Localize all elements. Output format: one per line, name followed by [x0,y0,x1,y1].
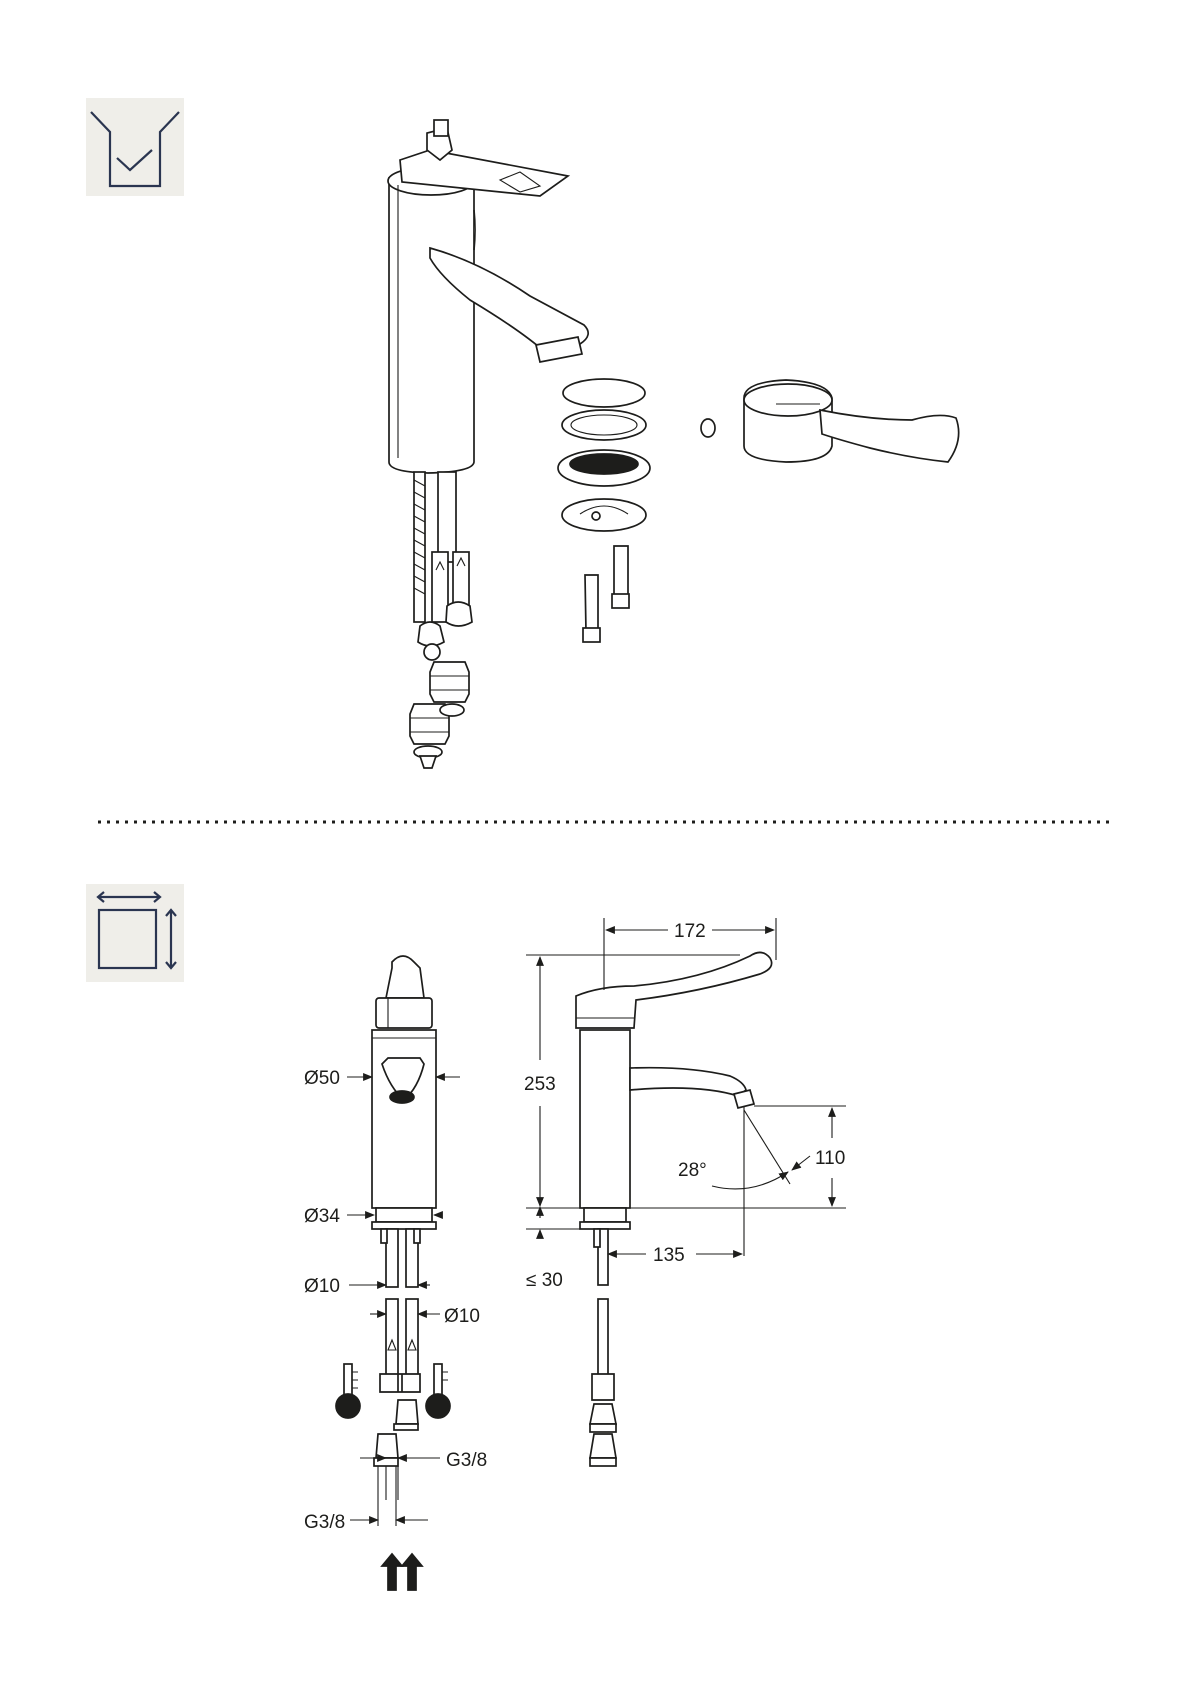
hot-water-thermometer-icon [426,1364,450,1418]
label-height-total: 253 [524,1074,556,1095]
side-view: 172 253 110 28° 135 ≤ 30 [524,918,846,1466]
dimensions-icon [86,884,184,982]
lever-handle [701,380,959,462]
label-dia-pipe-b: Ø10 [444,1306,480,1327]
mounting-studs [583,546,629,642]
label-dia-body: Ø50 [304,1068,340,1089]
label-thread-a: G3/8 [304,1512,345,1533]
label-thread-b: G3/8 [446,1450,487,1471]
label-spout-height: 110 [815,1148,845,1169]
supply-hoses [410,472,472,768]
label-spout-reach: 135 [653,1245,685,1266]
inflow-arrow-icon [402,1554,422,1590]
front-view: Ø50 Ø34 Ø10 Ø10 G3/8 G3/8 [304,956,487,1590]
seals [558,379,650,531]
exploded-view [388,120,959,768]
label-spout-angle: 28° [678,1160,707,1181]
label-dia-base: Ø34 [304,1206,340,1227]
label-counter-thickness: ≤ 30 [526,1270,563,1291]
faucet-body [388,120,588,473]
inflow-arrow-icon [382,1554,402,1590]
label-dia-pipe-a: Ø10 [304,1276,340,1297]
cold-water-thermometer-icon [336,1364,360,1418]
parts-checklist-icon [86,98,184,196]
label-width-top: 172 [674,921,706,942]
